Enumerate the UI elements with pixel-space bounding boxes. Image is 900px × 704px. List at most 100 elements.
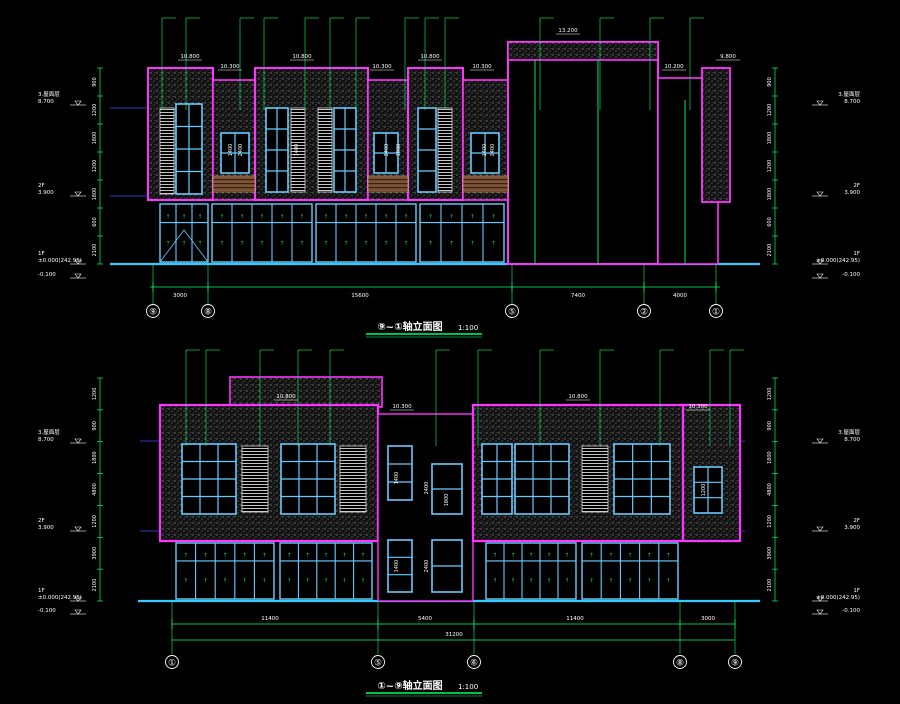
storefront-arrow: ↑ (240, 241, 244, 247)
dim-right-vertical-value: 1200 (767, 388, 773, 401)
storefront-arrow: ↑ (300, 214, 304, 220)
storefront-arrow: ↑ (324, 214, 328, 220)
balcony-brick (462, 175, 509, 193)
storefront-arrow: ↑ (280, 241, 284, 247)
storefront-arrow: ↑ (262, 552, 266, 558)
level-left-elev: ±0.000(242.95) (38, 595, 82, 601)
storefront-arrow: ↑ (260, 241, 264, 247)
storefront-arrow: ↑ (260, 214, 264, 220)
level-left-triangle (74, 596, 82, 602)
level-left-elev: -0.100 (38, 608, 56, 614)
dim-right-vertical-value: 1200 (767, 160, 773, 173)
louver-shutter (317, 107, 333, 193)
door-swing (183, 229, 209, 263)
level-left-name: 1F (38, 588, 45, 594)
window-upper (470, 132, 500, 174)
storefront-arrow: ↑ (166, 241, 170, 247)
window-dim: 2400 (490, 144, 496, 157)
right-end-stucco (702, 68, 730, 202)
level-left-triangle (74, 609, 82, 615)
dim-left-vertical-value: 600 (92, 217, 98, 227)
louver-shutter (437, 107, 453, 193)
storefront-arrow: ↑ (203, 578, 207, 584)
storefront-arrow: ↑ (547, 552, 551, 558)
level-right-name: 2F (853, 183, 860, 189)
window-upper (280, 443, 336, 515)
storefront-arrow: ↑ (342, 578, 346, 584)
level-left-elev: 8.700 (38, 437, 54, 443)
storefront-arrow: ↑ (628, 552, 632, 558)
axis-bubble-circle (637, 304, 651, 318)
storefront-arrow: ↑ (280, 214, 284, 220)
top-elev-value: 9.800 (720, 54, 736, 60)
level-left-elev: -0.100 (38, 272, 56, 278)
storefront-arrow: ↑ (305, 552, 309, 558)
span-dim-value: 5400 (418, 616, 432, 622)
storefront-arrow: ↑ (184, 552, 188, 558)
storefront-arrow: ↑ (198, 214, 202, 220)
level-right-elev: ±0.000(242.95) (816, 595, 860, 601)
level-right: 2F3.900 (812, 518, 860, 532)
storefront-arrow: ↑ (223, 552, 227, 558)
level-right-elev: 3.900 (844, 190, 860, 196)
storefront-arrow: ↑ (491, 214, 495, 220)
tower-block-outline (507, 41, 659, 265)
level-right: 1F±0.000(242.95) (812, 251, 860, 265)
level-left-triangle (74, 259, 82, 265)
storefront-arrow: ↑ (565, 552, 569, 558)
storefront-arrow: ↑ (666, 552, 670, 558)
top-elev-value: 10.800 (276, 394, 296, 400)
level-right-triangle (816, 259, 824, 265)
elevation-9-to-1: ↑↑↑↑↑↑↑↑↑↑↑↑↑↑↑↑↑↑↑↑↑↑↑↑↑↑↑↑↑↑↑↑↑↑10.800… (38, 17, 860, 318)
level-right-elev: -0.100 (842, 272, 860, 278)
storefront-arrow: ↑ (344, 241, 348, 247)
axis-bubble-circle (467, 655, 481, 669)
axis-bubble-circle (201, 304, 215, 318)
level-right-triangle (816, 273, 824, 279)
slot-window (387, 539, 413, 593)
window-dim: 1200 (701, 484, 707, 497)
storefront-arrow: ↑ (628, 578, 632, 584)
dim-right-vertical-value: 1800 (767, 132, 773, 145)
louver-shutter (241, 445, 269, 513)
level-right-elev: -0.100 (842, 608, 860, 614)
storefront-arrow: ↑ (287, 578, 291, 584)
storefront-arrow: ↑ (242, 552, 246, 558)
storefront-arrow: ↑ (364, 241, 368, 247)
storefront-frame (175, 542, 275, 600)
level-right-name: 1F (853, 251, 860, 257)
storefront-arrow: ↑ (300, 241, 304, 247)
axis-bubble-label: ⑧ (204, 308, 212, 318)
level-right-triangle (816, 526, 824, 532)
window-upper (333, 107, 357, 193)
storefront: ↑↑↑↑↑↑ (159, 203, 209, 263)
dim-right-vertical-value: 1800 (767, 188, 773, 201)
window-dim: 2400 (424, 482, 430, 495)
level-right-elev: 8.700 (844, 99, 860, 105)
storefront-arrow: ↑ (220, 214, 224, 220)
axis-bubble-circle (709, 304, 723, 318)
slot-window-frame (387, 445, 413, 501)
top-elev-value: 10.300 (372, 64, 392, 70)
dim-right-vertical-value: 3900 (767, 547, 773, 560)
level-left-name: 3.屋面层 (38, 91, 60, 98)
level-left: 2F3.900 (38, 518, 86, 532)
parapet-stucco (230, 377, 382, 407)
storefront: ↑↑↑↑↑↑↑↑↑↑ (279, 542, 373, 600)
storefront-arrow: ↑ (529, 552, 533, 558)
level-right: -0.100 (812, 272, 860, 279)
axis-bubble-label: ⑧ (676, 659, 684, 669)
level-right: 2F3.900 (812, 183, 860, 197)
storefront-arrow: ↑ (404, 241, 408, 247)
storefront-arrow: ↑ (384, 214, 388, 220)
slot-window (387, 445, 413, 501)
level-left: -0.100 (38, 272, 86, 279)
level-left-triangle (74, 100, 82, 106)
top-elev-value: 10.300 (472, 64, 492, 70)
storefront-frame (211, 203, 313, 263)
